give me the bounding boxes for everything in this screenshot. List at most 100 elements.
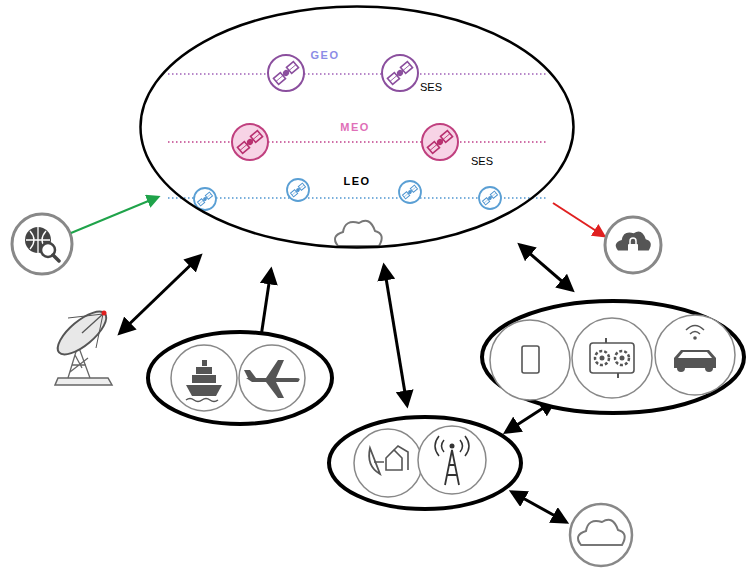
- terrestrial-group-part: [374, 461, 384, 463]
- orbit-ellipse-border: [141, 7, 574, 248]
- cloud-icon: [335, 221, 382, 246]
- secure-cloud-icon-part: [605, 217, 661, 273]
- mobility-group-part: [196, 367, 212, 374]
- geo-orbit-part: [168, 73, 548, 75]
- ground-station-dish-part: [96, 314, 103, 348]
- leo-satellite-part: [482, 191, 497, 205]
- device-group-part: [490, 320, 570, 400]
- terrestrial-group-part: [418, 426, 486, 494]
- device-group: [482, 301, 744, 413]
- meo-satellite-part: [427, 131, 452, 154]
- meo-satellite-part: [232, 124, 268, 160]
- geo-satellite-part: [273, 62, 298, 85]
- device-group-part: [677, 364, 685, 372]
- terrestrial-group-part: [450, 444, 455, 449]
- leo-satellite: [479, 187, 501, 209]
- device-group-part: [605, 338, 607, 343]
- mobility-group-part: [148, 332, 332, 424]
- geo-satellite-part: [382, 55, 418, 91]
- leo-satellite-part: [399, 181, 421, 203]
- globe-search-icon-part: [53, 255, 59, 261]
- mobility-group-part: [244, 370, 256, 378]
- geo-satellite-part: [387, 62, 412, 85]
- meo-satellite: [232, 124, 268, 160]
- leo-satellite-part: [290, 183, 305, 197]
- ground-station-dish-part: [102, 311, 107, 316]
- globe-search-icon-part: [12, 214, 72, 274]
- leo-satellite: [399, 181, 421, 203]
- terrestrial-group-part: [329, 417, 521, 509]
- egress-arrow-part: [553, 203, 604, 236]
- orbit-ellipse: GEOSESMEOSESLEO: [139, 5, 575, 249]
- secure-cloud-icon-part: [630, 238, 636, 244]
- mobility-group-part: [186, 399, 218, 402]
- geo-satellite: [382, 55, 418, 91]
- device-group-part: [615, 351, 629, 365]
- orbit-label: MEO: [338, 121, 372, 133]
- mobility-group-part: [171, 345, 237, 411]
- device-group-part: [655, 315, 735, 395]
- geo-orbit: [168, 74, 548, 75]
- leo-satellite-part: [402, 185, 417, 199]
- leo-satellite-part: [479, 187, 501, 209]
- orbit-label: LEO: [341, 175, 372, 187]
- secure-cloud-icon-part: [628, 244, 638, 252]
- device-group-part: [522, 346, 539, 373]
- meo-satellite-part: [422, 124, 458, 160]
- terrestrial-group-part: [369, 448, 380, 474]
- cloud-icon: [570, 504, 632, 566]
- device-group-part: [590, 343, 634, 373]
- device-group-part: [572, 318, 652, 398]
- ingress-arrow-part: [71, 197, 158, 233]
- leo-satellite: [287, 179, 309, 201]
- terrestrial-group-part: [435, 436, 469, 456]
- ground-station-dish: [51, 305, 112, 385]
- geo-satellite-part: [268, 55, 304, 91]
- cloud-icon-part: [570, 504, 632, 566]
- terrestrial-group: [329, 417, 521, 509]
- device-group-part: [693, 336, 697, 340]
- ingress-arrow: [71, 197, 158, 233]
- ground-station-dish-part: [55, 378, 112, 385]
- terrestrial-group-part: [386, 446, 408, 470]
- mobility-group-part: [186, 385, 222, 396]
- ground-station-dish-part: [51, 305, 112, 362]
- meo-orbit-part: [168, 141, 548, 143]
- geo-satellite: [268, 55, 304, 91]
- link-arrow-part: [384, 266, 407, 405]
- link-arrow: [120, 245, 572, 522]
- mobility-group-part: [239, 345, 305, 411]
- leo-satellite-part: [194, 188, 216, 210]
- leo-satellite-part: [287, 179, 309, 201]
- leo-satellite-part: [197, 192, 212, 206]
- leo-satellite: [194, 188, 216, 210]
- device-group-part: [595, 351, 609, 365]
- mobility-group-part: [192, 375, 216, 383]
- terrestrial-group-part: [445, 450, 459, 485]
- link-arrow-part: [120, 256, 200, 333]
- cloud-icon-part: [335, 221, 382, 246]
- secure-cloud-icon: [605, 217, 661, 273]
- terrestrial-group-part: [354, 429, 422, 497]
- link-arrow-part: [520, 245, 572, 290]
- mobility-group: [148, 332, 332, 424]
- device-group-part: [617, 373, 619, 378]
- device-group-part: [686, 326, 704, 335]
- operator-label: SES: [469, 155, 495, 167]
- egress-arrow: [553, 203, 604, 236]
- ground-station-dish-part: [68, 314, 103, 318]
- meo-orbit: [168, 142, 548, 143]
- device-group-part: [600, 356, 605, 361]
- cloud-icon-part: [578, 520, 625, 545]
- link-arrow-part: [512, 492, 566, 522]
- device-group-part: [620, 356, 625, 361]
- meo-satellite: [422, 124, 458, 160]
- mobility-group-part: [246, 378, 300, 382]
- operator-label: SES: [418, 81, 444, 93]
- device-group-part: [705, 364, 713, 372]
- mobility-group-part: [202, 360, 207, 366]
- device-group-part: [678, 352, 712, 358]
